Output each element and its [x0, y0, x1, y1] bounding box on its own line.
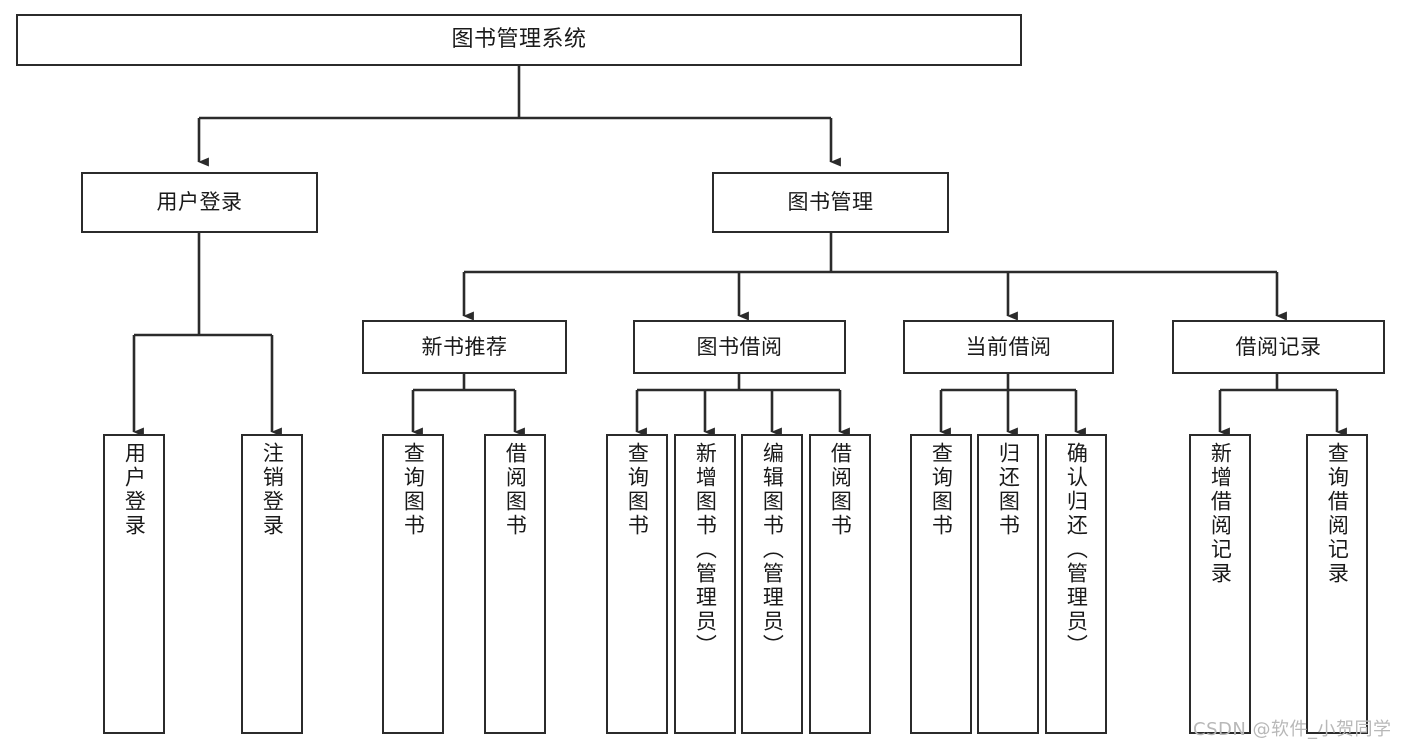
node-label: 借阅记录	[1235, 334, 1322, 359]
node-leaf-query-book-1[interactable]: 查询图书	[382, 434, 444, 734]
node-label: 用户登录	[122, 442, 147, 538]
node-label: 图书管理系统	[451, 27, 587, 53]
node-leaf-edit-book[interactable]: 编辑图书（管理员）	[741, 434, 803, 734]
node-label: 查询图书	[625, 442, 650, 538]
node-label: 借阅图书	[503, 442, 528, 538]
node-leaf-borrow-book-2[interactable]: 借阅图书	[809, 434, 871, 734]
node-label: 注销登录	[260, 442, 285, 538]
node-label: 确认归还（管理员）	[1064, 442, 1089, 658]
node-label: 查询图书	[401, 442, 426, 538]
node-leaf-add-book[interactable]: 新增图书（管理员）	[674, 434, 736, 734]
node-new-book-recommend[interactable]: 新书推荐	[362, 320, 567, 374]
node-label: 新增借阅记录	[1208, 442, 1233, 586]
node-leaf-user-login[interactable]: 用户登录	[103, 434, 165, 734]
node-label: 归还图书	[996, 442, 1021, 538]
node-label: 图书借阅	[696, 334, 783, 359]
node-leaf-query-book-2[interactable]: 查询图书	[606, 434, 668, 734]
node-label: 当前借阅	[965, 334, 1052, 359]
node-label: 用户登录	[156, 190, 243, 215]
node-leaf-return-book[interactable]: 归还图书	[977, 434, 1039, 734]
node-label: 查询借阅记录	[1325, 442, 1350, 586]
node-leaf-add-record[interactable]: 新增借阅记录	[1189, 434, 1251, 734]
node-label: 查询图书	[929, 442, 954, 538]
node-leaf-confirm-return[interactable]: 确认归还（管理员）	[1045, 434, 1107, 734]
csdn-watermark: CSDN @软件_小贺同学	[1193, 719, 1392, 740]
node-book-borrow[interactable]: 图书借阅	[633, 320, 846, 374]
node-user-login[interactable]: 用户登录	[81, 172, 318, 233]
node-leaf-query-book-3[interactable]: 查询图书	[910, 434, 972, 734]
node-current-borrow[interactable]: 当前借阅	[903, 320, 1114, 374]
node-label: 编辑图书（管理员）	[760, 442, 785, 658]
node-book-management[interactable]: 图书管理	[712, 172, 949, 233]
node-label: 新书推荐	[421, 334, 508, 359]
node-borrow-record[interactable]: 借阅记录	[1172, 320, 1385, 374]
node-root-book-management-system[interactable]: 图书管理系统	[16, 14, 1022, 66]
node-label: 新增图书（管理员）	[693, 442, 718, 658]
node-label: 借阅图书	[828, 442, 853, 538]
node-leaf-borrow-book-1[interactable]: 借阅图书	[484, 434, 546, 734]
node-leaf-query-record[interactable]: 查询借阅记录	[1306, 434, 1368, 734]
node-label: 图书管理	[787, 190, 874, 215]
node-leaf-logout-login[interactable]: 注销登录	[241, 434, 303, 734]
